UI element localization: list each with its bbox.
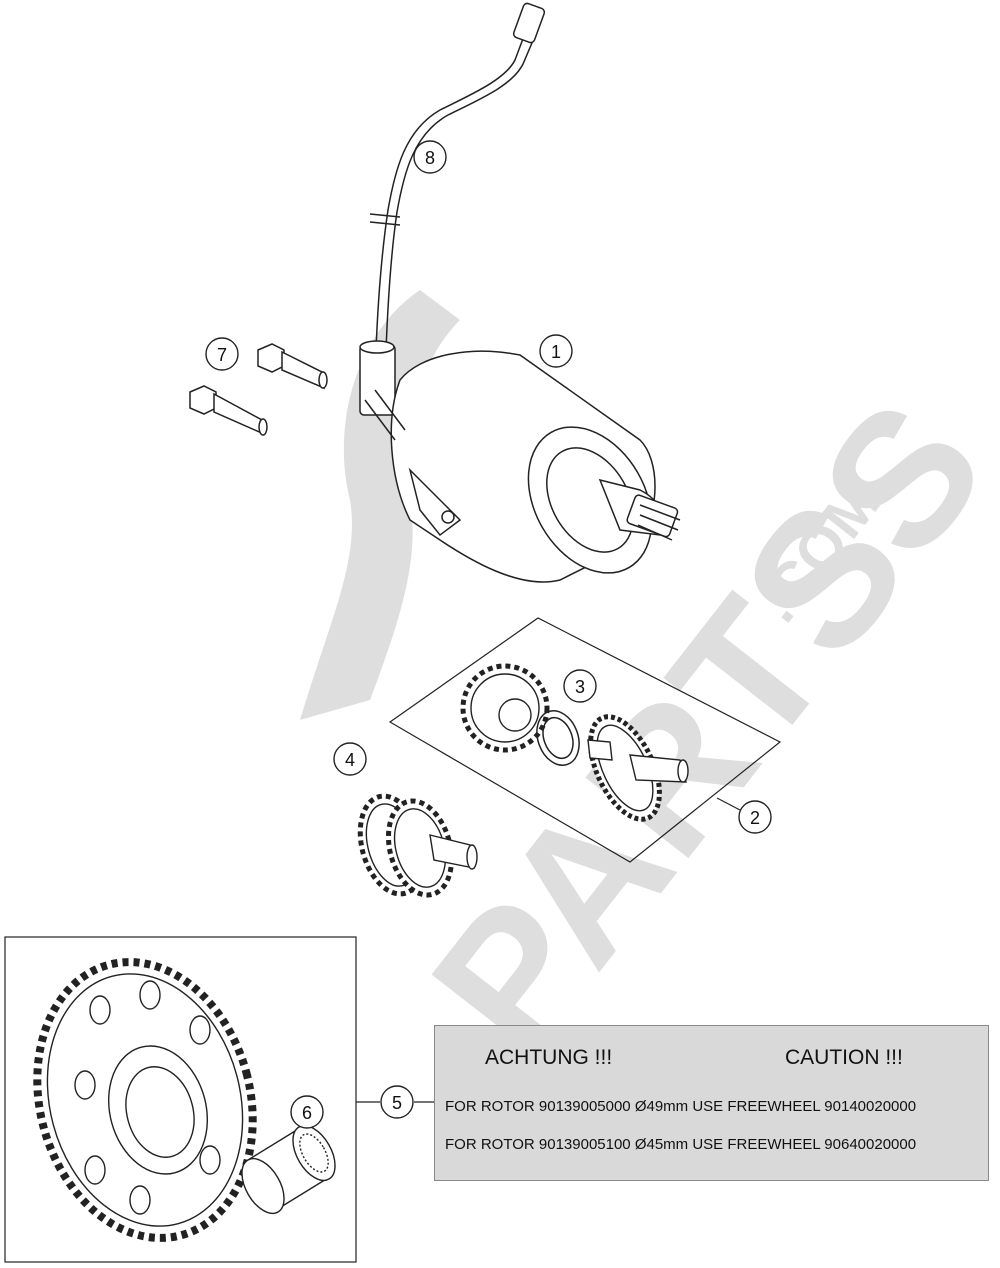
washer-ring [536, 710, 580, 766]
needle-bearing [241, 1124, 336, 1215]
note-line-2: FOR ROTOR 90139005100 Ø45mm USE FREEWHEE… [445, 1136, 917, 1153]
gear-kit-frame [388, 617, 782, 863]
callout-1-label: 1 [551, 342, 561, 362]
caution-note: ACHTUNG !!! CAUTION !!! FOR ROTOR 901390… [434, 1025, 989, 1181]
mounting-bolts [189, 343, 328, 436]
callout-5-label: 5 [392, 1093, 402, 1113]
callout-4-label: 4 [345, 750, 355, 770]
callout-8-label: 8 [425, 148, 435, 168]
double-gear [357, 793, 478, 898]
callout-3-label: 3 [575, 677, 585, 697]
note-header-en: CAUTION !!! [785, 1046, 903, 1069]
callout-2: 2 [738, 800, 772, 834]
starter-motor [364, 350, 681, 583]
callout-2-label: 2 [750, 808, 760, 828]
callout-6-label: 6 [302, 1103, 312, 1123]
note-line-1: FOR ROTOR 90139005000 Ø49mm USE FREEWHEE… [445, 1098, 917, 1115]
callout-5: 5 [380, 1085, 414, 1119]
starter-cable [359, 2, 546, 416]
callout-7: 7 [205, 337, 239, 371]
note-header-de: ACHTUNG !!! [485, 1046, 613, 1069]
intermediate-gear [460, 663, 550, 753]
callout-1: 1 [539, 334, 573, 368]
callout-4: 4 [333, 742, 367, 776]
callout-3: 3 [563, 669, 597, 703]
starter-gear-shaft [587, 714, 689, 822]
freewheel-gear [33, 958, 257, 1242]
callout-7-label: 7 [217, 345, 227, 365]
callout-6: 6 [290, 1095, 324, 1129]
watermark-logo-shape [300, 290, 460, 720]
freewheel-frame [4, 936, 434, 1263]
callout-8: 8 [413, 140, 447, 174]
